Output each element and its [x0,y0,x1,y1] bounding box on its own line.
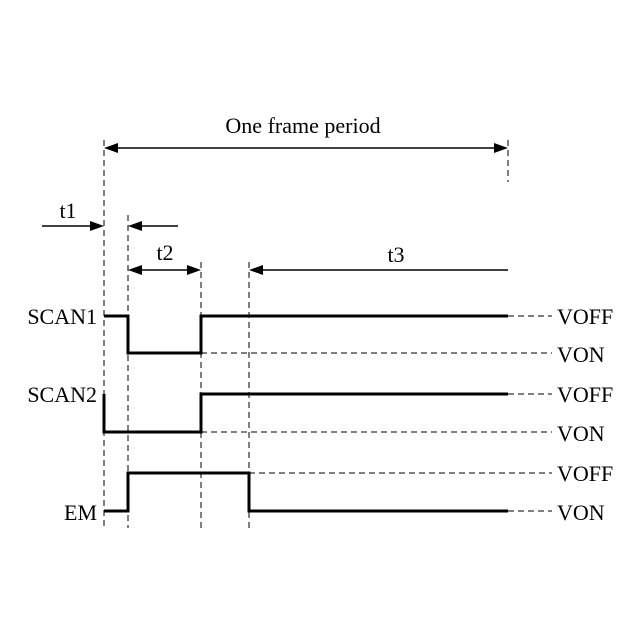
arrowhead-left [128,221,142,231]
t3-label: t3 [387,242,404,267]
arrowhead-right [90,221,104,231]
scan1-voff-label: VOFF [557,304,613,329]
t2-arrow [128,265,201,275]
scan1-signal: SCAN1 VOFF VON [27,304,613,367]
t2-label: t2 [156,240,173,265]
frame-period-arrow [104,143,508,153]
arrowhead-right [187,265,201,275]
arrowhead-left [104,143,118,153]
t1-label: t1 [59,198,76,223]
scan2-voff-label: VOFF [557,382,613,407]
arrowhead-left [249,265,263,275]
em-von-label: VON [557,500,605,525]
scan2-label: SCAN2 [27,382,97,407]
em-voff-label: VOFF [557,461,613,486]
scan1-von-label: VON [557,342,605,367]
arrowhead-left [128,265,142,275]
arrowhead-right [494,143,508,153]
scan1-label: SCAN1 [27,304,97,329]
frame-period-label: One frame period [225,113,380,138]
scan2-waveform [104,394,508,432]
scan1-waveform [104,316,508,353]
em-waveform [104,473,508,511]
scan2-signal: SCAN2 VOFF VON [27,382,613,446]
em-label: EM [64,500,97,525]
t3-arrow [249,265,508,275]
em-signal: EM VOFF VON [64,461,613,525]
scan2-von-label: VON [557,421,605,446]
